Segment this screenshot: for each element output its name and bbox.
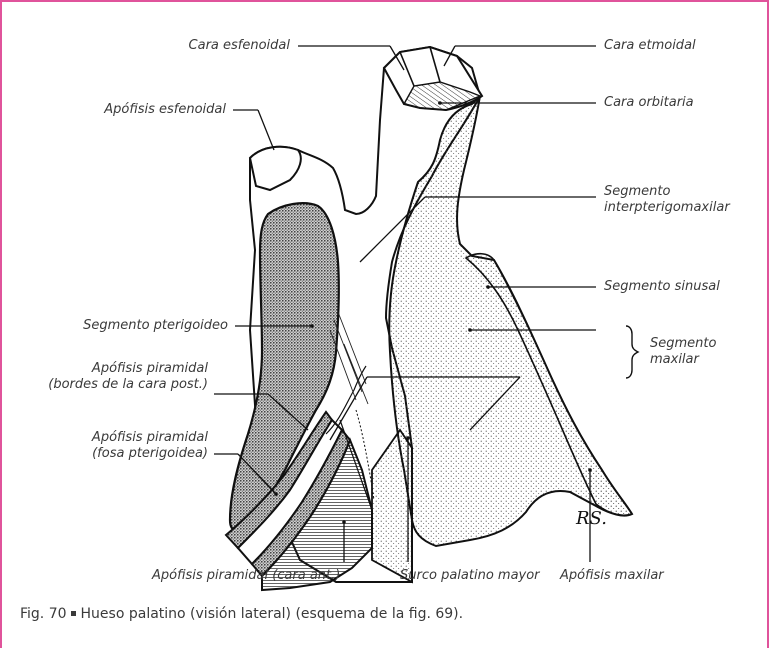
label-segmento-maxilar-line2: maxilar: [650, 352, 699, 368]
bullet-separator: [71, 611, 76, 616]
label-apofisis-maxilar: Apófisis maxilar: [560, 568, 664, 584]
label-apofisis-piramidal-bordes-line2: (bordes de la cara post.): [20, 377, 208, 393]
artist-signature: RS.: [575, 508, 607, 529]
label-apofisis-piramidal-cara-ant: Apófisis piramidal (cara ant.): [152, 568, 340, 584]
label-cara-etmoidal: Cara etmoidal: [604, 38, 696, 54]
label-surco-palatino-mayor: Surco palatino mayor: [400, 568, 540, 584]
label-segmento-interpterigomaxilar-line1: Segmento: [604, 184, 670, 200]
label-segmento-interpterigomaxilar-line2: interpterigomaxilar: [604, 200, 730, 216]
maxillary-brace: [626, 326, 638, 378]
figure-caption-text: Hueso palatino (visión lateral) (esquema…: [81, 606, 464, 622]
label-segmento-maxilar-line1: Segmento: [650, 336, 716, 352]
label-apofisis-piramidal-bordes-line1: Apófisis piramidal: [20, 361, 208, 377]
figure-caption: Fig. 70 Hueso palatino (visión lateral) (…: [20, 606, 463, 622]
label-segmento-pterigoideo: Segmento pterigoideo: [30, 318, 228, 334]
label-cara-esfenoidal: Cara esfenoidal: [150, 38, 290, 54]
label-apofisis-esfenoidal: Apófisis esfenoidal: [60, 102, 226, 118]
label-segmento-sinusal: Segmento sinusal: [604, 279, 720, 295]
figure-number: Fig. 70: [20, 606, 67, 622]
label-apofisis-piramidal-fosa-line1: Apófisis piramidal: [20, 430, 208, 446]
label-apofisis-piramidal-fosa-line2: (fosa pterigoidea): [20, 446, 208, 462]
label-cara-orbitaria: Cara orbitaria: [604, 95, 694, 111]
